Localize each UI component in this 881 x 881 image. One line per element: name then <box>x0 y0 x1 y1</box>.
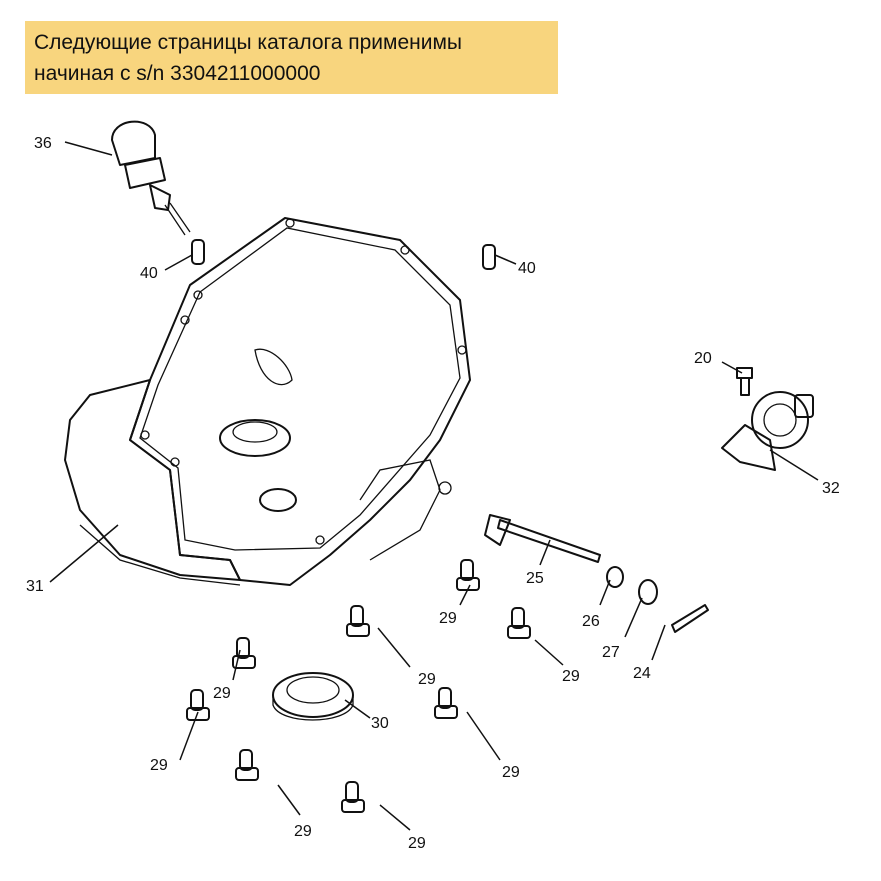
callout-29: 29 <box>502 764 520 781</box>
part-30-oil-seal <box>272 672 354 721</box>
callout-31: 31 <box>26 578 44 595</box>
callout-29: 29 <box>213 685 231 702</box>
callout-40-left: 40 <box>140 265 158 282</box>
part-27-seal <box>638 579 658 605</box>
banner-line-2: начиная с s/n 3304211000000 <box>34 62 321 85</box>
part-32-sensor-bracket <box>721 391 814 471</box>
callout-20: 20 <box>694 350 712 367</box>
callout-29: 29 <box>562 668 580 685</box>
callout-24: 24 <box>633 665 651 682</box>
callout-29: 29 <box>439 610 457 627</box>
leader-lines <box>49 141 819 831</box>
part-40-dowel-pin-right <box>482 244 496 270</box>
callout-27: 27 <box>602 644 620 661</box>
callout-29: 29 <box>150 757 168 774</box>
callout-29: 29 <box>294 823 312 840</box>
callout-26: 26 <box>582 613 600 630</box>
banner-line-1: Следующие страницы каталога применимы <box>34 31 462 54</box>
callout-29: 29 <box>408 835 426 852</box>
callout-40-right: 40 <box>518 260 536 277</box>
part-20-bolt <box>736 367 753 396</box>
callout-30: 30 <box>371 715 389 732</box>
part-25-shift-shaft <box>484 514 601 563</box>
callout-36: 36 <box>34 135 52 152</box>
part-29-bolts <box>186 559 531 813</box>
part-40-dowel-pin-left <box>191 239 205 265</box>
callout-29: 29 <box>418 671 436 688</box>
callout-32: 32 <box>822 480 840 497</box>
serial-notice-banner: Следующие страницы каталога применимы на… <box>25 21 558 94</box>
part-24-cotter-pin <box>671 604 709 633</box>
callout-25: 25 <box>526 570 544 587</box>
part-31-clutch-housing <box>64 217 471 586</box>
part-36-dipstick <box>111 120 191 236</box>
part-26-washer <box>606 566 624 588</box>
